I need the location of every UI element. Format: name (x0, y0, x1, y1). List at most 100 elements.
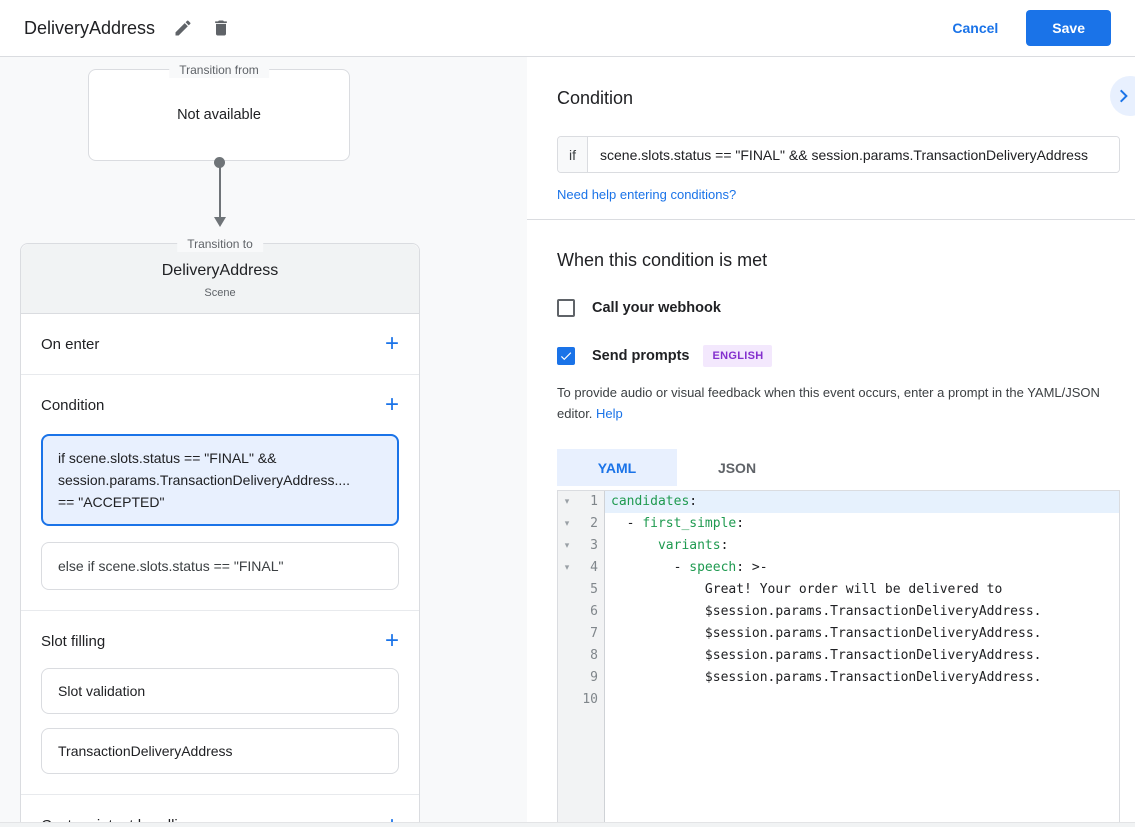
line-number: 6 (576, 601, 605, 623)
triangle-down-icon[interactable]: ▾ (558, 557, 576, 579)
if-prefix-label: if (558, 137, 588, 172)
panel-title: Condition (557, 88, 634, 108)
tab-yaml[interactable]: YAML (557, 449, 677, 486)
edit-icon[interactable] (173, 18, 193, 38)
line-number: 3 (576, 535, 605, 557)
webhook-row: Call your webhook (557, 299, 1105, 317)
page-title: DeliveryAddress (24, 17, 156, 38)
code-text: $session.params.TransactionDeliveryAddre… (611, 604, 1042, 619)
send-prompts-checkbox[interactable] (557, 347, 575, 365)
save-button[interactable]: Save (1026, 10, 1111, 46)
scene-flow-pane: Transition from Not available Transition… (0, 57, 527, 827)
transition-to-legend: Transition to (177, 236, 263, 252)
condition-detail-pane: Condition if Need help entering conditio… (527, 57, 1135, 827)
code-line[interactable]: 9 $session.params.TransactionDeliveryAdd… (558, 667, 1119, 689)
fold-gutter (558, 579, 576, 601)
code-line[interactable]: ▾4 - speech: >- (558, 557, 1119, 579)
code-text: $session.params.TransactionDeliveryAddre… (611, 648, 1042, 663)
line-number: 5 (576, 579, 605, 601)
fold-gutter (558, 645, 576, 667)
slot-card[interactable]: Slot validation (41, 668, 399, 714)
send-prompts-label: Send prompts (592, 348, 690, 364)
code-text: variants: (657, 538, 729, 553)
code-text: candidates: (605, 491, 1119, 513)
add-condition-button[interactable]: + (384, 391, 399, 418)
code-text: $session.params.TransactionDeliveryAddre… (611, 626, 1042, 641)
help-link[interactable]: Help (596, 406, 623, 421)
line-number: 1 (576, 491, 605, 513)
editor-gutter-fill (558, 711, 1119, 826)
flow-connector-arrow (213, 157, 226, 231)
language-badge: ENGLISH (703, 345, 773, 367)
section-divider (527, 219, 1135, 220)
code-line[interactable]: ▾3 variants: (558, 535, 1119, 557)
code-text: $session.params.TransactionDeliveryAddre… (611, 670, 1042, 685)
slot-card[interactable]: TransactionDeliveryAddress (41, 728, 399, 774)
code-line[interactable]: 6 $session.params.TransactionDeliveryAdd… (558, 601, 1119, 623)
webhook-label: Call your webhook (592, 300, 721, 316)
condition-cards: if scene.slots.status == "FINAL" && sess… (41, 434, 399, 590)
code-line[interactable]: 8 $session.params.TransactionDeliveryAdd… (558, 645, 1119, 667)
slot-filling-label: Slot filling (41, 632, 106, 650)
code-line[interactable]: 10 (558, 689, 1119, 711)
connector-arrowhead (213, 217, 226, 227)
scene-name: DeliveryAddress (161, 262, 279, 279)
line-number: 8 (576, 645, 605, 667)
when-met-title: When this condition is met (557, 250, 768, 270)
code-text (605, 689, 1119, 711)
scene-type-label: Scene (204, 287, 236, 299)
triangle-down-icon[interactable]: ▾ (558, 491, 576, 513)
cancel-button[interactable]: Cancel (952, 20, 999, 36)
transition-from-box: Transition from Not available (88, 62, 350, 161)
triangle-down-icon[interactable]: ▾ (558, 513, 576, 535)
editor-tabs: YAML JSON (557, 449, 1120, 486)
line-number: 10 (576, 689, 605, 711)
on-enter-label: On enter (41, 335, 100, 353)
transition-from-value: Not available (177, 107, 261, 123)
prompt-helper-text: To provide audio or visual feedback when… (557, 385, 1100, 421)
top-bar: DeliveryAddress Cancel Save (0, 0, 1135, 57)
line-number: 9 (576, 667, 605, 689)
connector-dot (214, 157, 225, 168)
collapse-panel-button[interactable] (1110, 76, 1135, 116)
code-text: - first_simple: (611, 516, 745, 531)
code-line[interactable]: 5 Great! Your order will be delivered to (558, 579, 1119, 601)
add-slot-button[interactable]: + (384, 627, 399, 654)
send-prompts-row: Send prompts ENGLISH (557, 345, 1105, 367)
condition-card[interactable]: if scene.slots.status == "FINAL" && sess… (41, 434, 399, 526)
add-on-enter-button[interactable]: + (384, 330, 399, 357)
code-line[interactable]: ▾2 - first_simple: (558, 513, 1119, 535)
triangle-down-icon[interactable]: ▾ (558, 535, 576, 557)
delete-icon[interactable] (211, 18, 231, 38)
need-help-link[interactable]: Need help entering conditions? (557, 187, 737, 202)
webhook-checkbox[interactable] (557, 299, 575, 317)
condition-card[interactable]: else if scene.slots.status == "FINAL" (41, 542, 399, 590)
condition-section: Condition + if scene.slots.status == "FI… (21, 375, 419, 611)
checkmark-icon (560, 352, 572, 361)
code-text: - speech: >- (611, 560, 768, 575)
condition-expression-input[interactable] (588, 137, 1119, 172)
code-text: Great! Your order will be delivered to (611, 582, 1003, 597)
line-number: 4 (576, 557, 605, 579)
transition-from-legend: Transition from (169, 62, 269, 78)
tab-json[interactable]: JSON (717, 459, 757, 476)
connector-line (218, 166, 221, 217)
fold-gutter (558, 601, 576, 623)
line-number: 2 (576, 513, 605, 535)
bottom-strip (0, 822, 1135, 827)
fold-gutter (558, 623, 576, 645)
code-line[interactable]: 7 $session.params.TransactionDeliveryAdd… (558, 623, 1119, 645)
line-number: 7 (576, 623, 605, 645)
main-content: Transition from Not available Transition… (0, 57, 1135, 827)
transition-to-card: Transition to DeliveryAddress Scene On e… (20, 236, 420, 827)
scene-header: DeliveryAddress Scene (21, 244, 419, 314)
fold-gutter (558, 689, 576, 711)
condition-input-group: if (557, 136, 1120, 173)
on-enter-row[interactable]: On enter + (21, 314, 419, 375)
condition-section-label: Condition (41, 396, 105, 414)
fold-gutter (558, 667, 576, 689)
